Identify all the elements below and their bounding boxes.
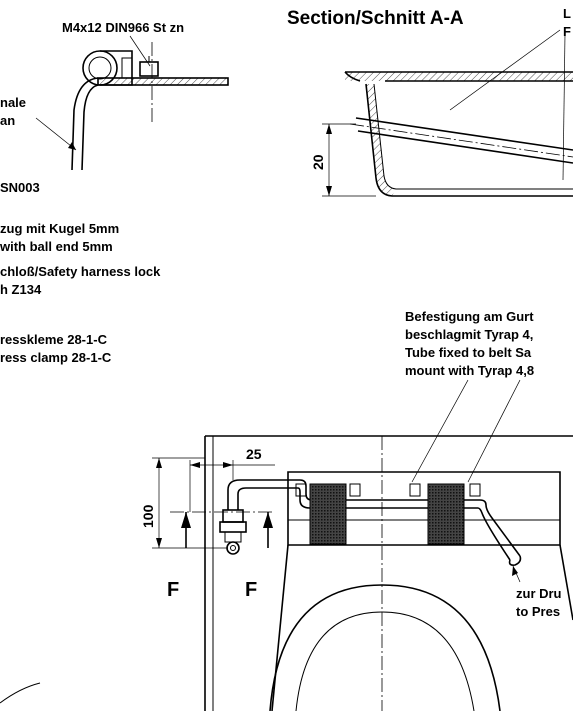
fitting-ball-center xyxy=(230,545,236,551)
corner-label-2: F xyxy=(563,24,571,39)
view-label-left: F xyxy=(167,579,179,601)
fixing-leader-2 xyxy=(467,379,521,483)
clamp-tab xyxy=(121,57,133,79)
lower-left-curve xyxy=(0,682,41,704)
body-taper-right xyxy=(559,544,573,621)
bolt-label: M4x12 DIN966 St zn xyxy=(62,20,184,35)
section-plate-hatch xyxy=(345,72,573,81)
dim20-arrow-bottom xyxy=(326,186,332,196)
dim25-arrow-left xyxy=(190,462,200,468)
tube-bend-inner xyxy=(81,84,99,171)
fixing-note-4: mount with Tyrap 4,8 xyxy=(405,363,534,378)
main-view: 25 100 F F zur Dru to Pres xyxy=(0,435,573,711)
tube-outer xyxy=(227,479,521,557)
clamp-right-a xyxy=(409,483,421,497)
strap-left xyxy=(309,483,347,545)
dim100-arrow-bottom xyxy=(156,538,162,548)
tray-wall-hatch xyxy=(366,84,396,196)
dest-line1: zur Dru xyxy=(516,586,562,601)
section-plate-end xyxy=(344,71,361,82)
part-code: SN003 xyxy=(0,180,40,195)
corner-label-1: L xyxy=(563,6,571,21)
left-label-line1: nale xyxy=(0,95,26,110)
dest-leader-arrow xyxy=(512,566,518,576)
body-arch xyxy=(269,584,501,711)
tube-bend-outer xyxy=(71,77,99,171)
section-a-a: Section/Schnitt A-A L F 20 xyxy=(287,6,573,197)
section-tube-top xyxy=(355,117,573,151)
section-arrow-right-head xyxy=(263,512,273,528)
tube-end xyxy=(508,555,522,566)
view-label-right: F xyxy=(245,579,257,601)
note-5: resskleme 28-1-C xyxy=(0,332,108,347)
fixing-note-2: beschlagmit Tyrap 4, xyxy=(405,327,533,342)
clamp-left-a xyxy=(295,483,307,497)
note-2: with ball end 5mm xyxy=(0,239,113,254)
fitting-ball xyxy=(226,541,240,555)
note-6: ress clamp 28-1-C xyxy=(0,350,112,365)
left-leader xyxy=(35,117,77,151)
body-arch-inner xyxy=(295,611,475,711)
dim100-arrow-top xyxy=(156,458,162,468)
clamp-ring-inner xyxy=(88,56,112,80)
fixing-leader-1 xyxy=(411,379,469,483)
section-leader-1 xyxy=(449,29,561,111)
top-detail: M4x12 DIN966 St zn nale an SN003 xyxy=(0,20,229,195)
left-label-line2: an xyxy=(0,113,15,128)
dim100-value: 100 xyxy=(140,504,156,528)
clamp-right xyxy=(409,483,481,545)
notes-block: zug mit Kugel 5mm with ball end 5mm chlo… xyxy=(0,221,161,365)
note-3: chloß/Safety harness lock xyxy=(0,264,161,279)
fixing-note-3: Tube fixed to belt Sa xyxy=(405,345,532,360)
dest-line2: to Pres xyxy=(516,604,560,619)
section-tube-axis xyxy=(349,123,573,158)
fitting-stem xyxy=(224,531,242,543)
note-4: h Z134 xyxy=(0,282,42,297)
tray-outer xyxy=(365,83,573,197)
section-title: Section/Schnitt A-A xyxy=(287,8,464,29)
dim20-arrow-top xyxy=(326,124,332,134)
fixing-note: Befestigung am Gurt beschlagmit Tyrap 4,… xyxy=(405,309,534,483)
tray-inner xyxy=(373,83,573,190)
section-leader-2 xyxy=(562,33,566,181)
fixing-note-1: Befestigung am Gurt xyxy=(405,309,534,324)
section-arrow-left-head xyxy=(181,512,191,528)
strap-right xyxy=(427,483,465,545)
clamp-left xyxy=(295,483,361,545)
section-tube-bottom xyxy=(357,130,573,164)
dim20-value: 20 xyxy=(310,154,326,170)
bolt-leader xyxy=(129,35,151,67)
fitting-nut xyxy=(219,521,247,533)
tube-inner xyxy=(237,487,511,561)
clamp-left-b xyxy=(349,483,361,497)
dim25-value: 25 xyxy=(246,446,262,462)
mount-plate-hatch xyxy=(98,78,228,85)
dim25-arrow-right xyxy=(223,462,233,468)
left-leader-arrow xyxy=(68,142,76,150)
clamp-right-b xyxy=(469,483,481,497)
body-taper-left xyxy=(271,544,289,711)
note-1: zug mit Kugel 5mm xyxy=(0,221,119,236)
